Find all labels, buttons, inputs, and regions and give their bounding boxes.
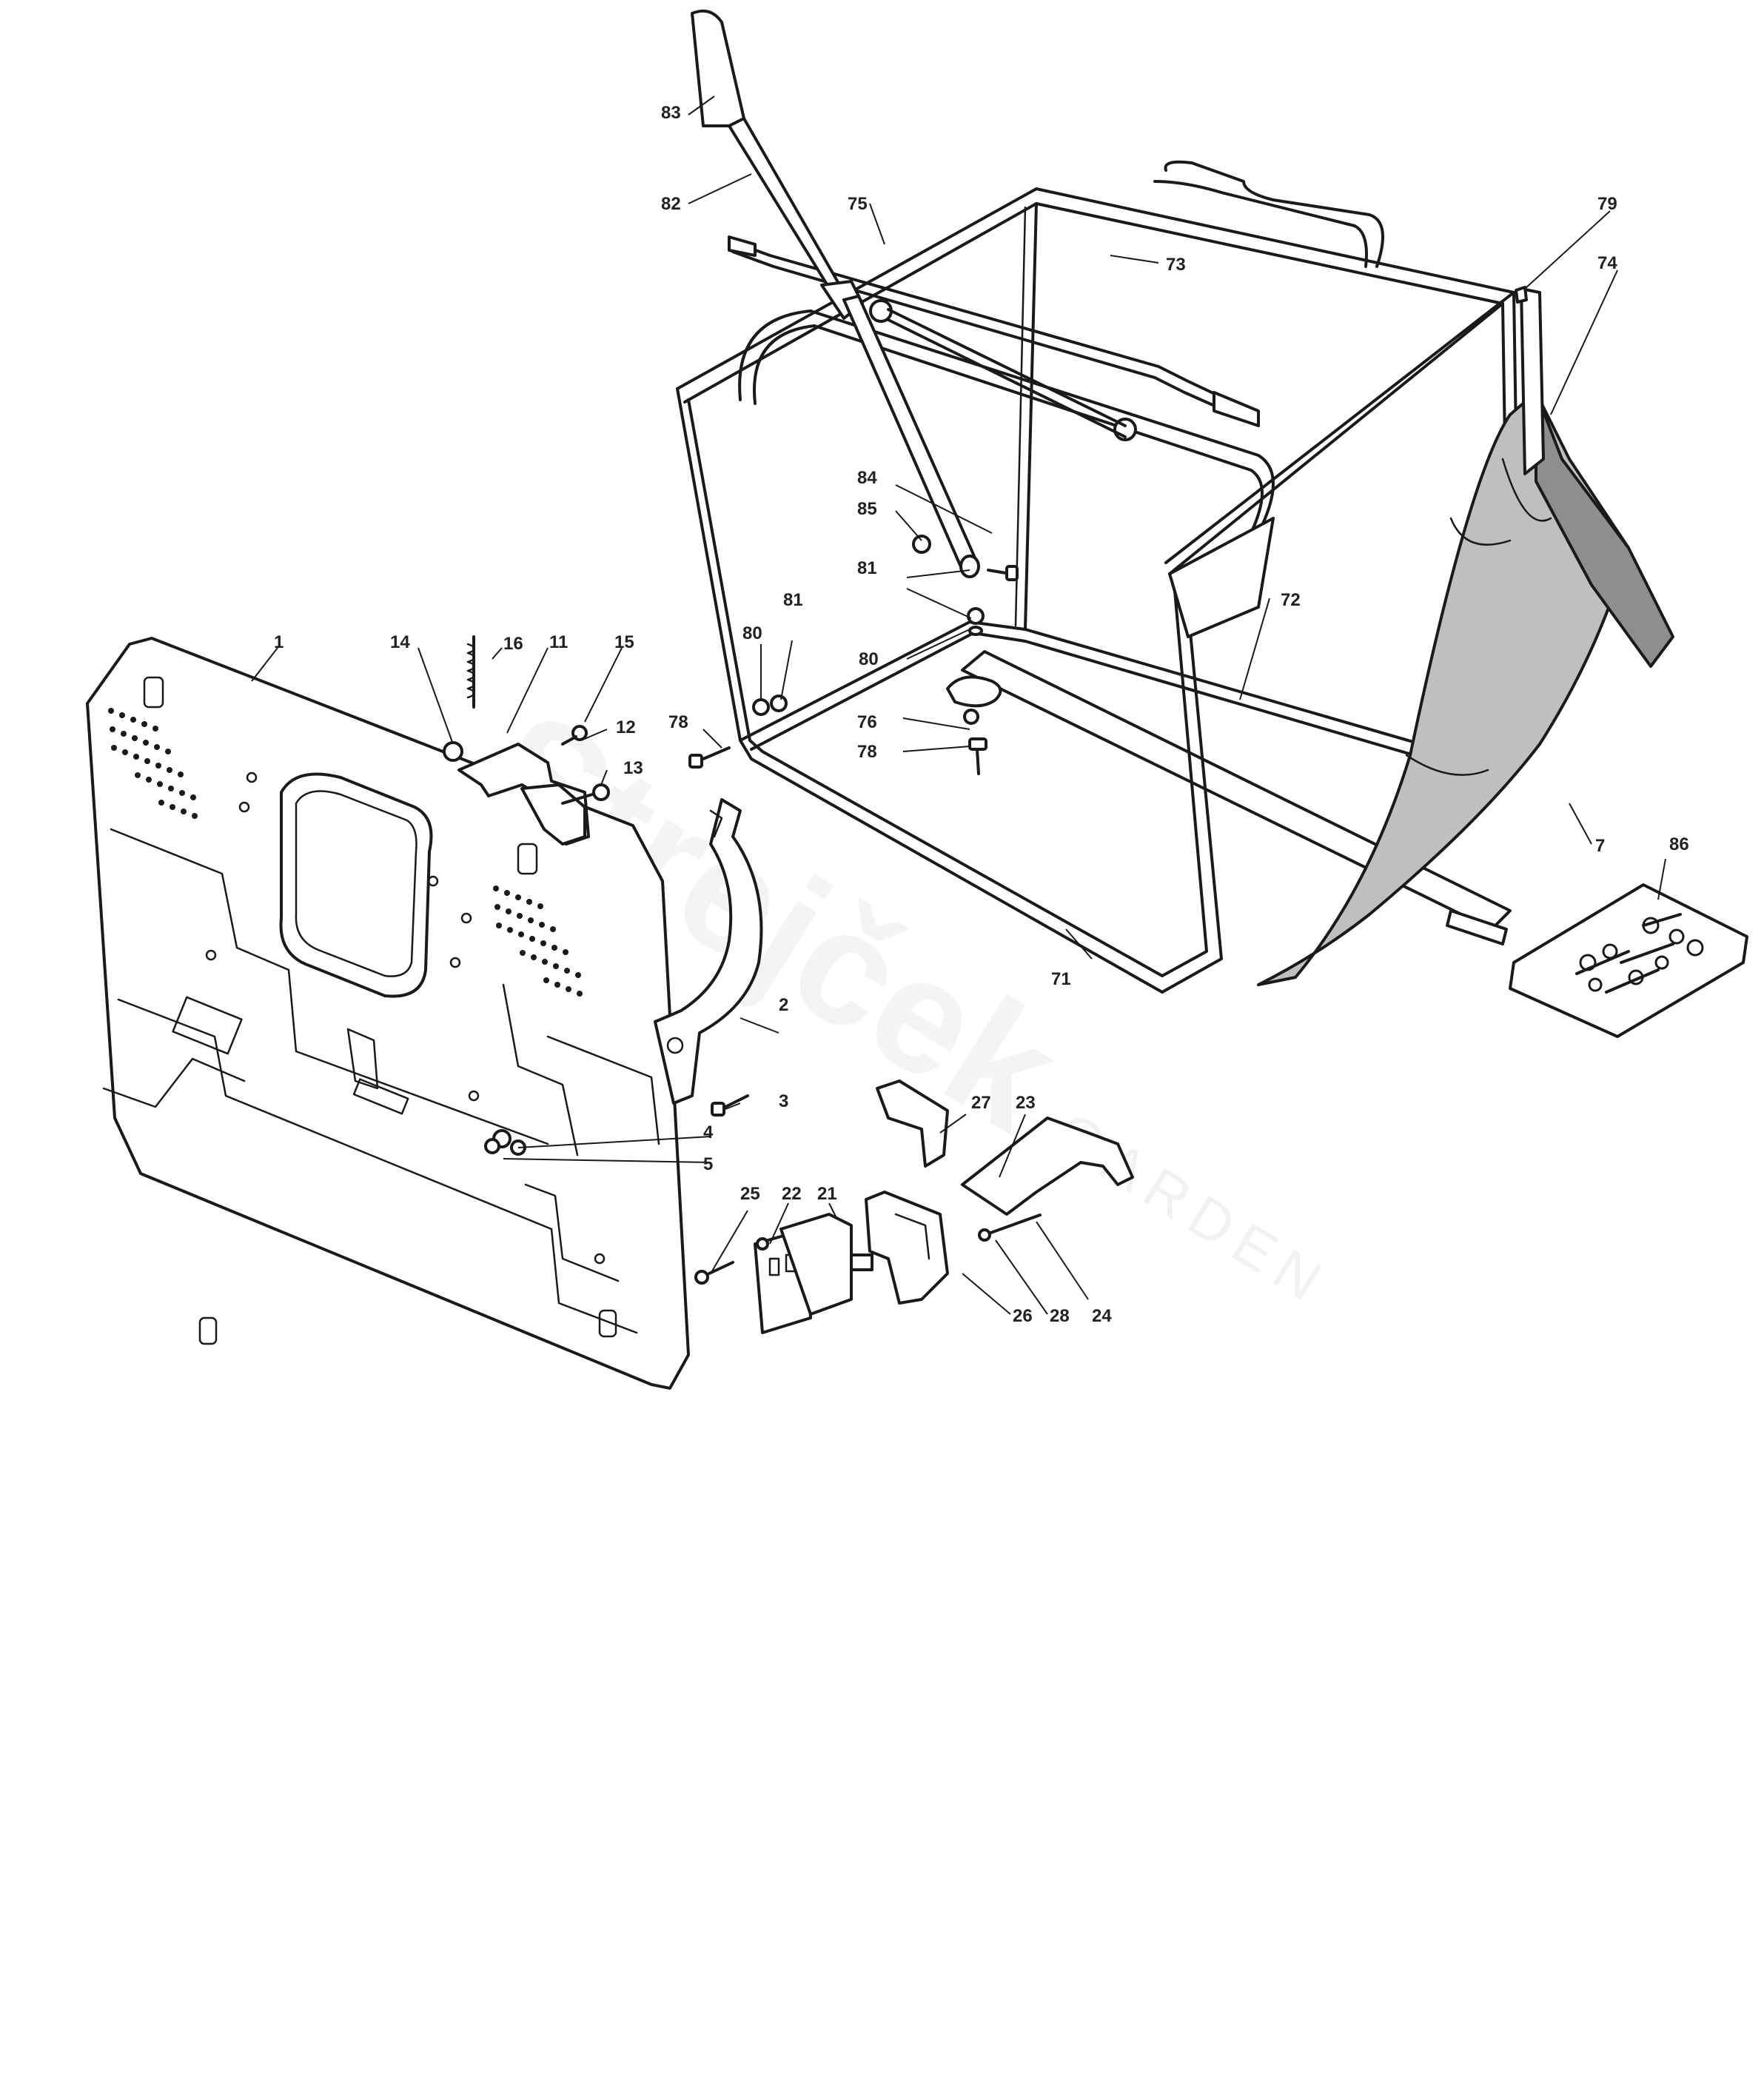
callout-27: 27 [971,1093,991,1113]
callout-13: 13 [623,758,643,778]
leader-lines [251,96,1666,1315]
callout-72: 72 [1281,590,1301,610]
bolt-3 [711,1094,749,1117]
callout-82: 82 [661,194,681,214]
callout-15: 15 [614,632,634,652]
callout-23: 23 [1016,1093,1036,1113]
vent-holes-left [108,708,198,819]
callout-2: 2 [779,995,788,1015]
callout-16: 16 [503,634,523,654]
bag-body [1257,391,1630,986]
callout-78b: 78 [668,712,688,732]
callout-86: 86 [1669,834,1689,854]
callout-21: 21 [817,1184,837,1204]
hardware-kit [1509,883,1748,1038]
callout-24: 24 [1092,1306,1112,1326]
dump-lever [691,10,1137,578]
callout-73: 73 [1166,255,1186,275]
bag-flap [1535,391,1674,668]
callout-81: 81 [857,558,877,578]
callout-81b: 81 [783,590,803,610]
callout-79: 79 [1597,194,1617,214]
catcher-bag [1257,287,1674,986]
callout-80: 80 [859,649,879,669]
vent-holes-right [493,886,583,997]
callout-71: 71 [1051,969,1071,989]
callout-84: 84 [857,468,877,488]
callout-85: 85 [857,499,877,519]
callout-1: 1 [274,632,284,652]
callout-3: 3 [779,1091,788,1111]
callout-83: 83 [661,103,681,123]
callout-75: 75 [848,194,868,214]
hitch-bracket [654,798,763,1105]
callout-22: 22 [782,1184,802,1204]
switch-assembly [694,1080,1134,1334]
callout-80b: 80 [742,623,762,643]
fasteners [688,286,1528,775]
callout-28: 28 [1050,1306,1070,1326]
rear-plate [86,637,690,1390]
callout-12: 12 [616,717,636,737]
callout-76: 76 [857,712,877,732]
linkage-assembly [443,635,610,846]
callout-78: 78 [857,742,877,762]
callout-7: 7 [1595,836,1605,856]
callout-11: 11 [549,632,568,652]
catcher-frame [676,160,1523,994]
callout-74: 74 [1597,253,1617,273]
callout-25: 25 [740,1184,760,1204]
callout-5: 5 [703,1154,713,1174]
callout-4: 4 [703,1122,714,1142]
callout-labels: 1 2 3 4 5 7 11 12 13 14 15 16 21 22 23 2… [274,103,1689,1326]
callout-26: 26 [1013,1306,1033,1326]
callout-14: 14 [390,632,410,652]
